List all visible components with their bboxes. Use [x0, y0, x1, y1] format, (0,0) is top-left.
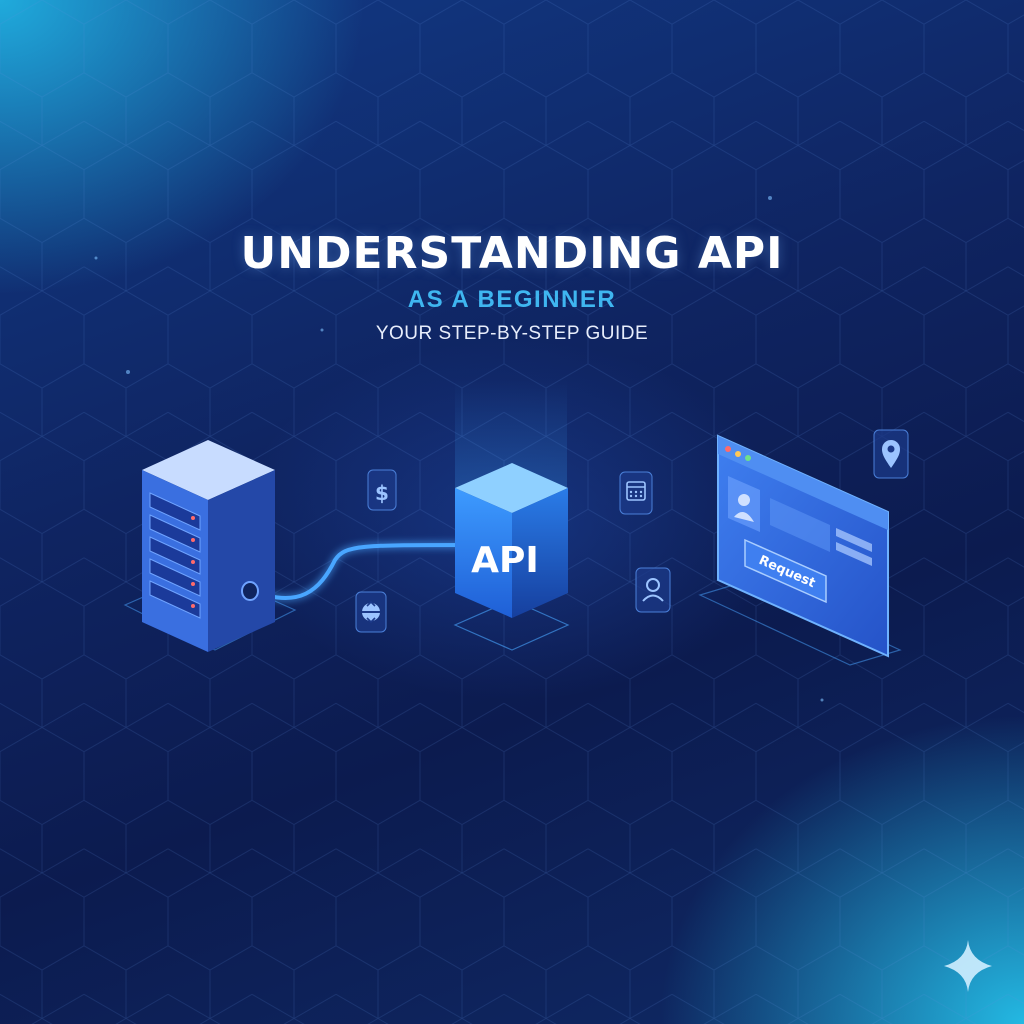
server-to-api-cable: [249, 543, 471, 601]
page-title: UNDERSTANDING API: [240, 228, 784, 279]
page-subtitle: AS A BEGINNER: [407, 286, 617, 313]
sparkle-icon: [944, 940, 992, 992]
api-cube: API: [453, 463, 570, 651]
arrows-icon: [355, 591, 387, 633]
location-pin-icon: [873, 429, 909, 479]
svg-text:$: $: [375, 481, 389, 505]
dollar-icon: $: [367, 469, 397, 511]
server-icon: [123, 440, 297, 652]
api-label: API: [471, 540, 539, 581]
calendar-icon: [619, 471, 653, 515]
user-icon: [635, 567, 671, 613]
ambient-particles: [94, 196, 824, 702]
browser-window-icon: Request: [698, 434, 902, 666]
page-tagline: YOUR STEP-BY-STEP GUIDE: [375, 323, 649, 344]
